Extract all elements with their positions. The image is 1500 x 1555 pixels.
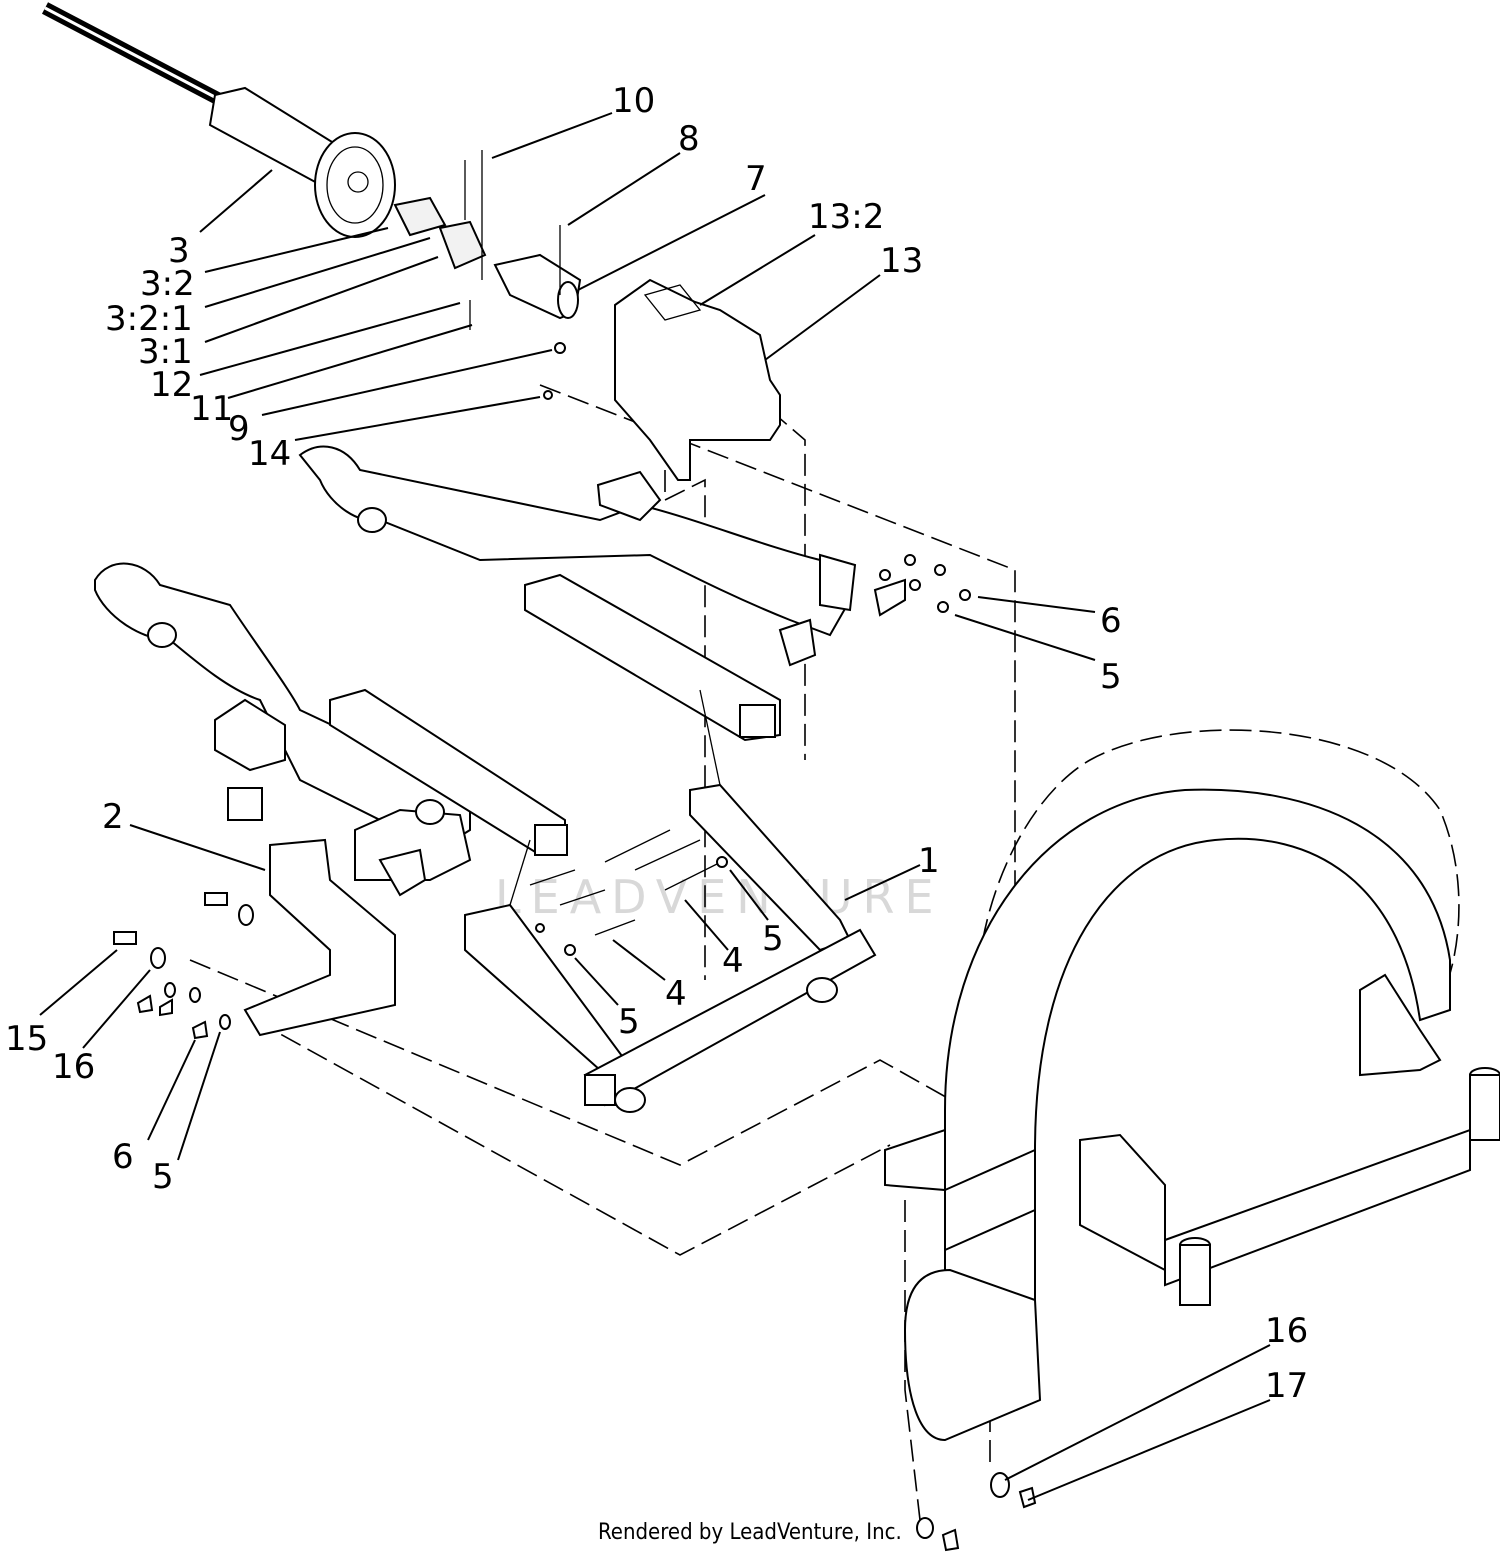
footer-credit: Rendered by LeadVenture, Inc. bbox=[598, 1520, 902, 1545]
callout-5-upper: 5 bbox=[1100, 657, 1122, 697]
front-frame bbox=[464, 689, 877, 1113]
callout-5-lower: 5 bbox=[152, 1157, 174, 1197]
callout-3-2: 3:2 bbox=[140, 264, 195, 304]
callout-1: 1 bbox=[918, 841, 940, 881]
coupler-and-bolts bbox=[464, 150, 582, 400]
cross-tubes bbox=[329, 573, 781, 857]
callout-8: 8 bbox=[678, 119, 700, 159]
callout-6-upper: 6 bbox=[1100, 601, 1122, 641]
callout-3-2-1: 3:2:1 bbox=[105, 299, 193, 339]
tractor-ghost-outline bbox=[189, 384, 1460, 1521]
callout-15: 15 bbox=[5, 1019, 48, 1059]
callout-3: 3 bbox=[168, 231, 190, 271]
callout-3-1: 3:1 bbox=[138, 332, 193, 372]
drive-shaft bbox=[41, 2, 487, 270]
callout-12: 12 bbox=[150, 365, 193, 405]
shaft-guard-cover bbox=[614, 278, 781, 481]
callout-5-mid-right: 5 bbox=[762, 919, 784, 959]
callout-9: 9 bbox=[228, 409, 250, 449]
watermark: LEADVENTURE bbox=[495, 870, 944, 924]
callout-11: 11 bbox=[190, 389, 233, 429]
leader-lines bbox=[39, 112, 1271, 1501]
callout-14: 14 bbox=[248, 434, 291, 474]
callout-4-right: 4 bbox=[722, 941, 744, 981]
callout-5-mid-left: 5 bbox=[618, 1002, 640, 1042]
callout-17: 17 bbox=[1265, 1366, 1308, 1406]
callout-10: 10 bbox=[612, 81, 655, 121]
callout-7: 7 bbox=[745, 159, 767, 199]
callout-16-right: 16 bbox=[1265, 1311, 1308, 1351]
callout-13-2: 13:2 bbox=[808, 197, 884, 237]
side-bracket bbox=[243, 838, 396, 1037]
callout-labels: 10 8 7 13:2 13 3 3:2 3:2:1 3:1 12 11 9 1… bbox=[5, 81, 1308, 1406]
callout-2: 2 bbox=[102, 797, 124, 837]
rear-wheel-fender bbox=[884, 788, 1500, 1442]
callout-13: 13 bbox=[880, 241, 923, 281]
upper-lift-arm bbox=[298, 445, 857, 637]
hardware-fasteners bbox=[113, 554, 1037, 1552]
callout-16-left: 16 bbox=[52, 1047, 95, 1087]
callout-6-lower: 6 bbox=[112, 1137, 134, 1177]
callout-4-left: 4 bbox=[665, 974, 687, 1014]
